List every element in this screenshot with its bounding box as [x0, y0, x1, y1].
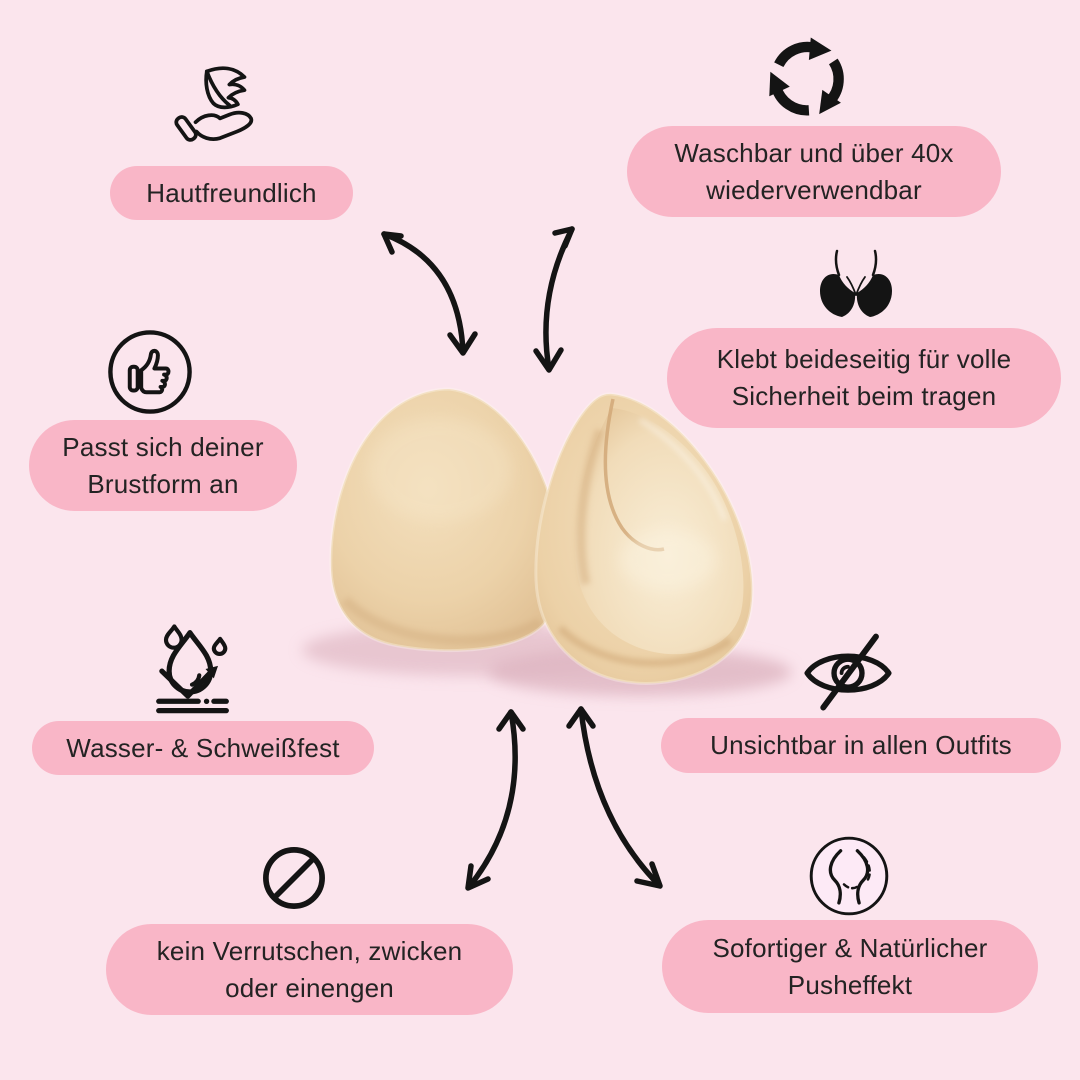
- feature-label: Waschbar und über 40x: [674, 137, 954, 168]
- arrow-top-left: [381, 231, 478, 356]
- recycle-arrows-icon: [760, 28, 854, 124]
- feature-label: oder einengen: [225, 972, 394, 1003]
- prohibition-icon: [256, 840, 332, 916]
- thumbs-up-circle-icon: [106, 328, 194, 416]
- feature-pill: Sofortiger & Natürlicher Pusheffekt: [662, 920, 1038, 1013]
- arrow-bottom-left: [465, 709, 526, 891]
- eye-off-icon: [794, 628, 902, 714]
- arrow-bottom-right: [566, 706, 663, 889]
- feature-pill: Unsichtbar in allen Outfits: [661, 718, 1061, 773]
- feature-pill: Hautfreundlich: [110, 166, 353, 220]
- feature-pill: Waschbar und über 40x wiederverwendbar: [627, 126, 1001, 217]
- feature-label: wiederverwendbar: [706, 174, 922, 205]
- feature-pill: Passt sich deiner Brustform an: [29, 420, 297, 511]
- bra-icon: [806, 248, 906, 330]
- feature-label: Wasser- & Schweißfest: [66, 732, 340, 763]
- hand-holding-feather-icon: [173, 60, 267, 158]
- feature-label: Sicherheit beim tragen: [731, 381, 997, 411]
- product-photo-bra-inserts: [302, 387, 792, 696]
- feature-label: Passt sich deiner: [62, 431, 264, 462]
- feature-pill: kein Verrutschen, zwicken oder einengen: [106, 924, 513, 1015]
- feature-label: Pusheffekt: [787, 969, 913, 1000]
- feature-label: Unsichtbar in allen Outfits: [710, 730, 1012, 760]
- feature-label: Brustform an: [87, 468, 239, 499]
- feature-label: Hautfreundlich: [146, 177, 317, 208]
- breast-profile-circle-icon: [807, 834, 891, 918]
- arrow-top-right: [533, 226, 575, 373]
- feature-label: Sofortiger & Natürlicher: [712, 932, 988, 963]
- feature-pill: Wasser- & Schweißfest: [32, 721, 374, 775]
- water-repellent-icon: [140, 616, 244, 720]
- feature-label: kein Verrutschen, zwicken: [156, 935, 463, 966]
- feature-label: Klebt beideseitig für volle: [716, 344, 1012, 374]
- feature-pill: Klebt beideseitig für volle Sicherheit b…: [667, 328, 1061, 428]
